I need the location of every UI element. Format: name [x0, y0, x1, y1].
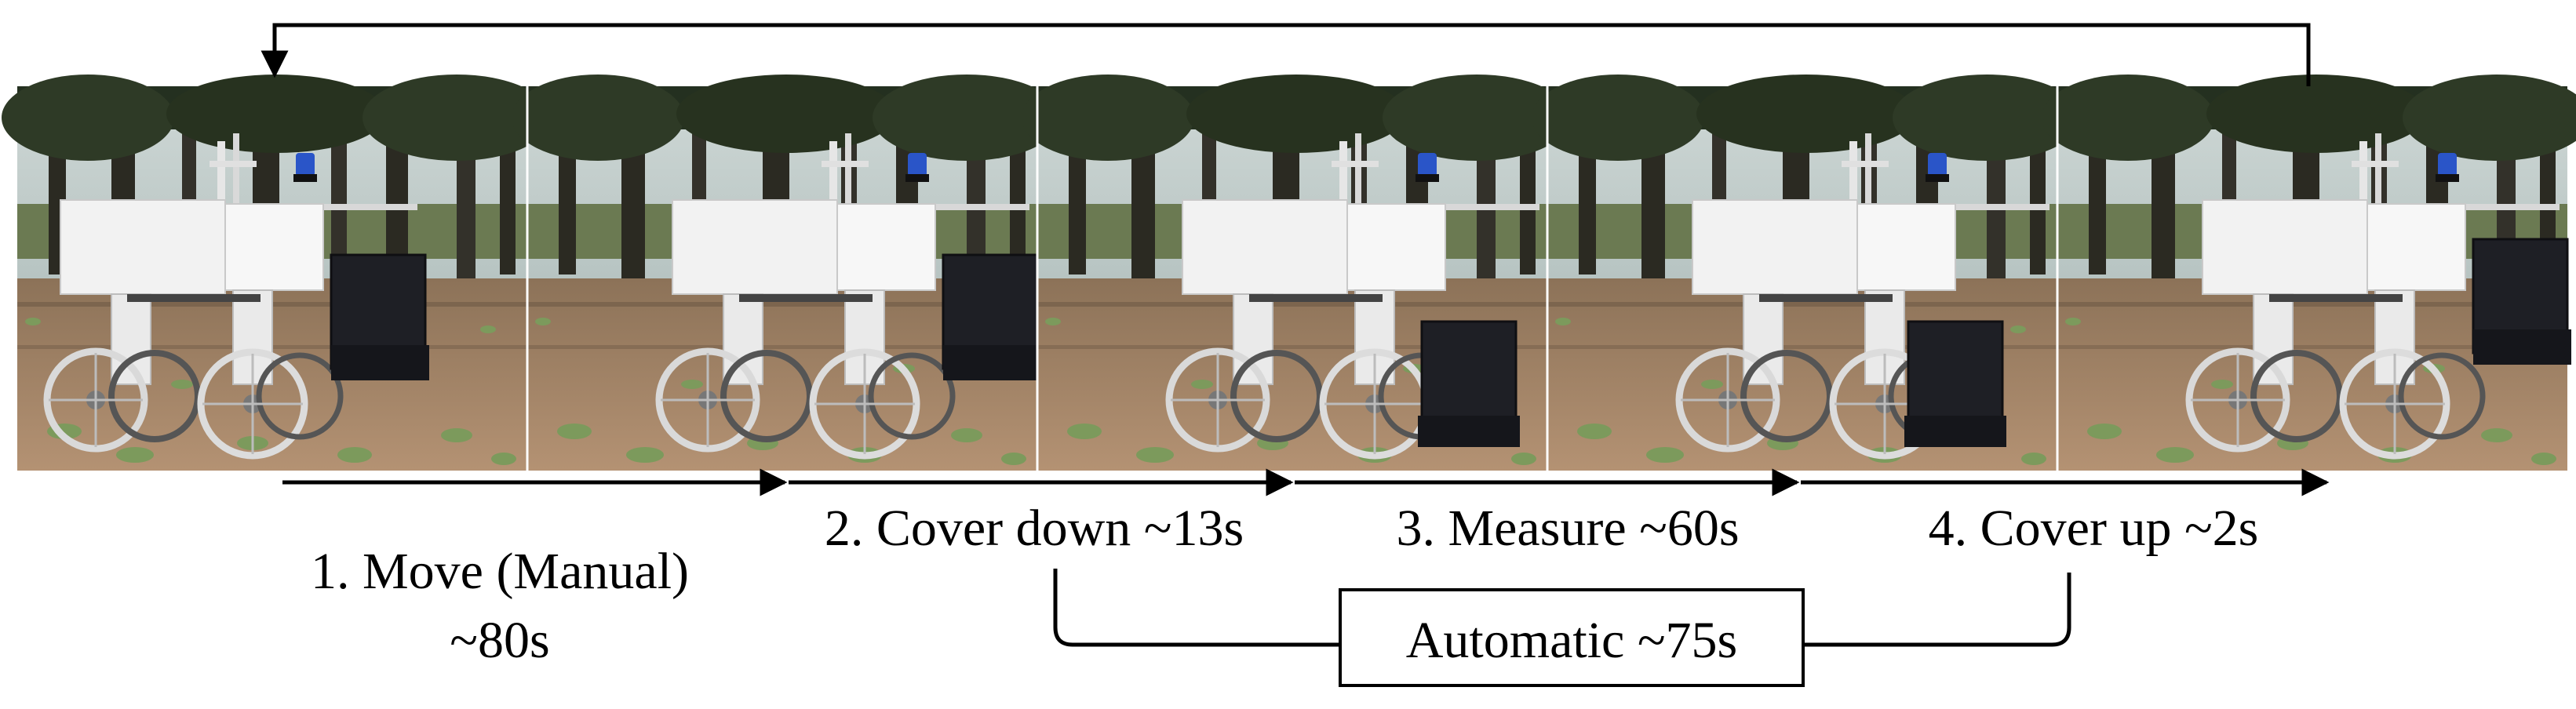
cover-raised-icon	[943, 255, 1041, 380]
cover-raised-icon	[331, 255, 429, 380]
cover-raised-icon	[2473, 239, 2571, 365]
step-4-label: 4. Cover up ~2s	[1929, 500, 2259, 557]
cover-lowered-icon	[1418, 322, 1520, 447]
step-1-label: 1. Move (Manual)	[311, 543, 689, 600]
frame-3-photo	[1022, 75, 1571, 471]
step-3-label: 3. Measure ~60s	[1396, 500, 1739, 557]
photo-strip	[2, 75, 2576, 471]
frame-4-photo	[1532, 75, 2081, 471]
frame-5-photo	[2042, 75, 2576, 471]
frame-2-photo	[512, 75, 1061, 471]
step-1-duration: ~80s	[450, 612, 549, 669]
step-2-label: 2. Cover down ~13s	[825, 500, 1244, 557]
cover-lowered-icon	[1904, 322, 2006, 447]
automatic-label: Automatic ~75s	[1406, 612, 1738, 669]
frame-1-photo	[2, 75, 551, 471]
